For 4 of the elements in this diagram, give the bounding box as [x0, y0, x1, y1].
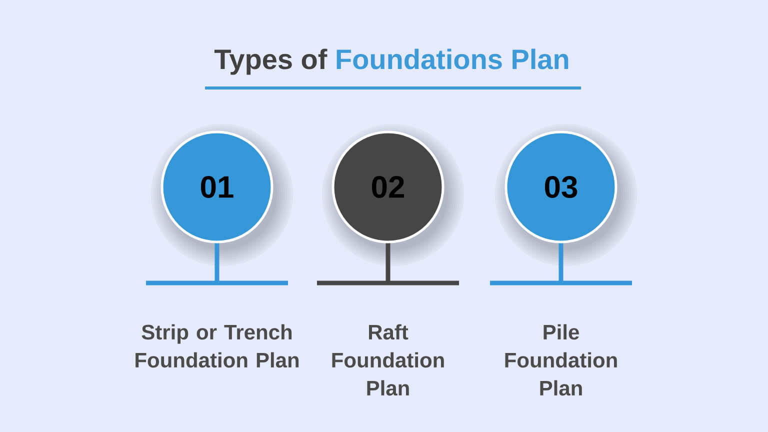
caption-text: Strip or Trench Foundation Plan [136, 324, 299, 368]
caption-text: Raft Foundation Plan [332, 324, 444, 396]
title: Types of Foundations Plan [214, 48, 568, 75]
caption-text: Pile Foundation Plan [505, 324, 617, 396]
